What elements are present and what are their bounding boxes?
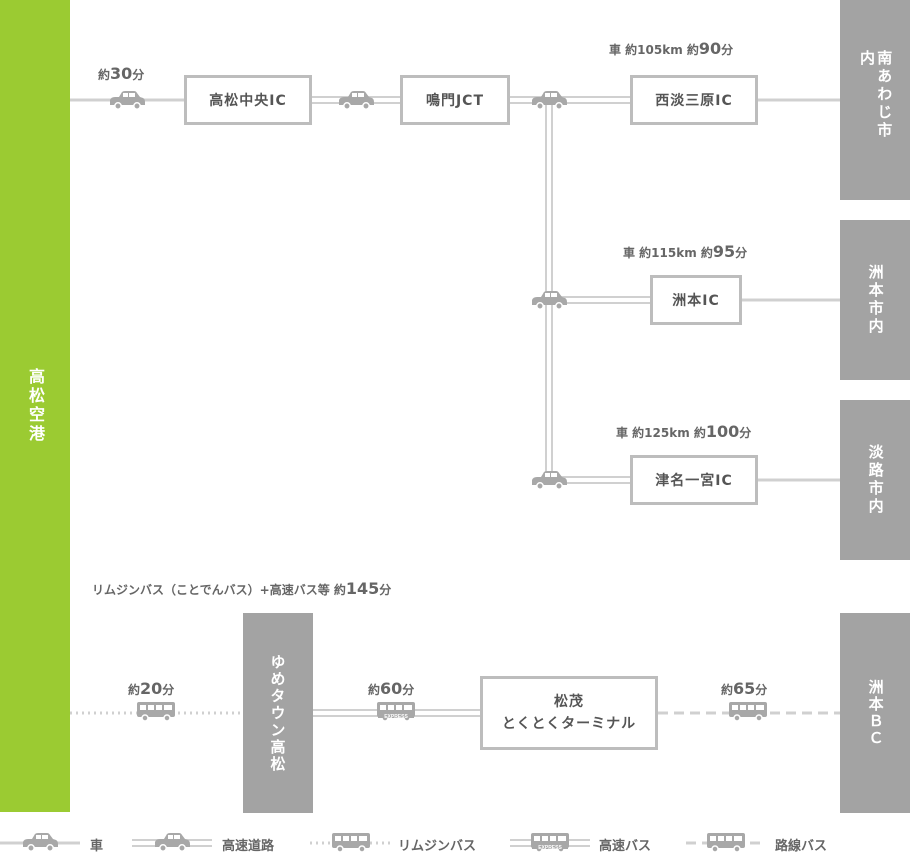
time-label-to-takamatsu-ic: 約30分 [98, 64, 145, 83]
time-label-sumoto: 車 約115km 約95分 [623, 242, 748, 261]
origin-label: 高松空港 [26, 368, 45, 444]
node-naruto-jct: 鳴門JCT [400, 75, 510, 125]
time-label-bus-total: リムジンバス（ことでんバス）+高速バス等 約145分 [92, 579, 392, 598]
dest-sumoto: 洲本市内 [840, 220, 910, 380]
node-youme-town: ゆめタウン高松 [243, 613, 313, 813]
node-label: 松茂 [554, 693, 584, 710]
time-label-express: 約60分 [368, 679, 415, 698]
dest-minami-awaji: 南あわじ市内 [840, 0, 910, 200]
node-tsuna-ichinomiya-ic: 津名一宮IC [630, 455, 758, 505]
car-icon [531, 470, 568, 490]
time-label-route-bus: 約65分 [721, 679, 768, 698]
node-takamatsu-chuo-ic: 高松中央IC [184, 75, 312, 125]
legend-car-label: 車 [90, 839, 104, 854]
legend-car-icon [22, 832, 59, 852]
bus-icon [136, 701, 176, 722]
node-label: 津名一宮IC [655, 473, 733, 489]
legend-limousine-icon [331, 832, 371, 853]
time-label-limousine: 約20分 [128, 679, 175, 698]
dest-label: 南あわじ市内 [858, 50, 894, 140]
legend-limousine-label: リムジンバス [398, 839, 477, 854]
time-label-tsuna: 車 約125km 約100分 [616, 422, 752, 441]
car-icon [338, 90, 375, 110]
svg-text:EXPRESS: EXPRESS [384, 714, 408, 720]
car-icon [109, 90, 146, 110]
svg-text:EXPRESS: EXPRESS [538, 845, 562, 851]
car-icon [531, 90, 568, 110]
legend-express-bus-icon: EXPRESS [530, 832, 570, 853]
node-label: ゆめタウン高松 [268, 653, 287, 773]
dest-sumoto-bc: 洲本ＢＣ [840, 613, 910, 813]
time-label-mihara: 車 約105km 約90分 [609, 39, 734, 58]
node-label: 西淡三原IC [655, 93, 733, 109]
dest-awaji: 淡路市内 [840, 400, 910, 560]
express-bus-icon: EXPRESS [376, 701, 416, 722]
dest-label: 洲本ＢＣ [866, 679, 885, 747]
legend-expressway-icon [154, 832, 191, 852]
legend-expressway-label: 高速道路 [222, 839, 275, 854]
legend-route-bus-icon [706, 832, 746, 853]
origin-takamatsu-airport: 高松空港 [0, 0, 70, 812]
bus-icon [728, 701, 768, 722]
node-label: 高松中央IC [209, 93, 287, 109]
node-sumoto-ic: 洲本IC [650, 275, 742, 325]
dest-label: 洲本市内 [866, 264, 885, 336]
node-nishi-awaji-mihara-ic: 西淡三原IC [630, 75, 758, 125]
legend-express-bus-label: 高速バス [599, 839, 652, 854]
node-label: 鳴門JCT [425, 93, 485, 109]
car-icon [531, 290, 568, 310]
legend-route-bus-label: 路線バス [775, 839, 828, 854]
node-label: 洲本IC [672, 293, 720, 309]
dest-label: 淡路市内 [866, 444, 885, 516]
node-label: とくとくターミナル [501, 716, 637, 732]
node-matsushige-terminal: 松茂 とくとくターミナル [480, 676, 658, 750]
